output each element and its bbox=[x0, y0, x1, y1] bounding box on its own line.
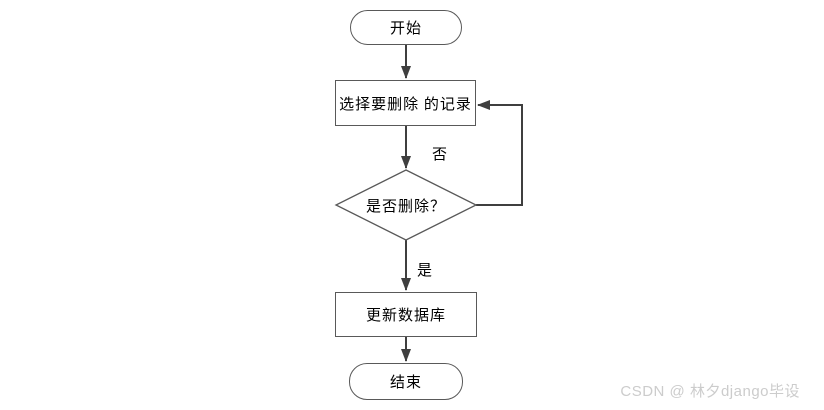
select-record-node-label: 选择要删除 的记录 bbox=[339, 96, 472, 113]
select-record-node: 选择要删除 的记录 bbox=[335, 80, 476, 126]
update-database-node-label: 更新数据库 bbox=[365, 308, 446, 324]
end-node: 结束 bbox=[349, 363, 463, 400]
end-node-label: 结束 bbox=[389, 375, 422, 391]
update-database-node: 更新数据库 bbox=[335, 292, 477, 337]
decision-node-label: 是否删除？ bbox=[365, 198, 446, 215]
decision-diamond-shape bbox=[334, 169, 478, 241]
edge-label-yes: 是 bbox=[417, 263, 433, 279]
start-node-label: 开始 bbox=[389, 21, 422, 37]
watermark: CSDN @ 林夕django毕设 bbox=[620, 383, 800, 400]
start-node: 开始 bbox=[350, 10, 462, 45]
edge-decision-no-loop bbox=[476, 100, 523, 206]
edge-label-no: 否 bbox=[432, 147, 448, 163]
